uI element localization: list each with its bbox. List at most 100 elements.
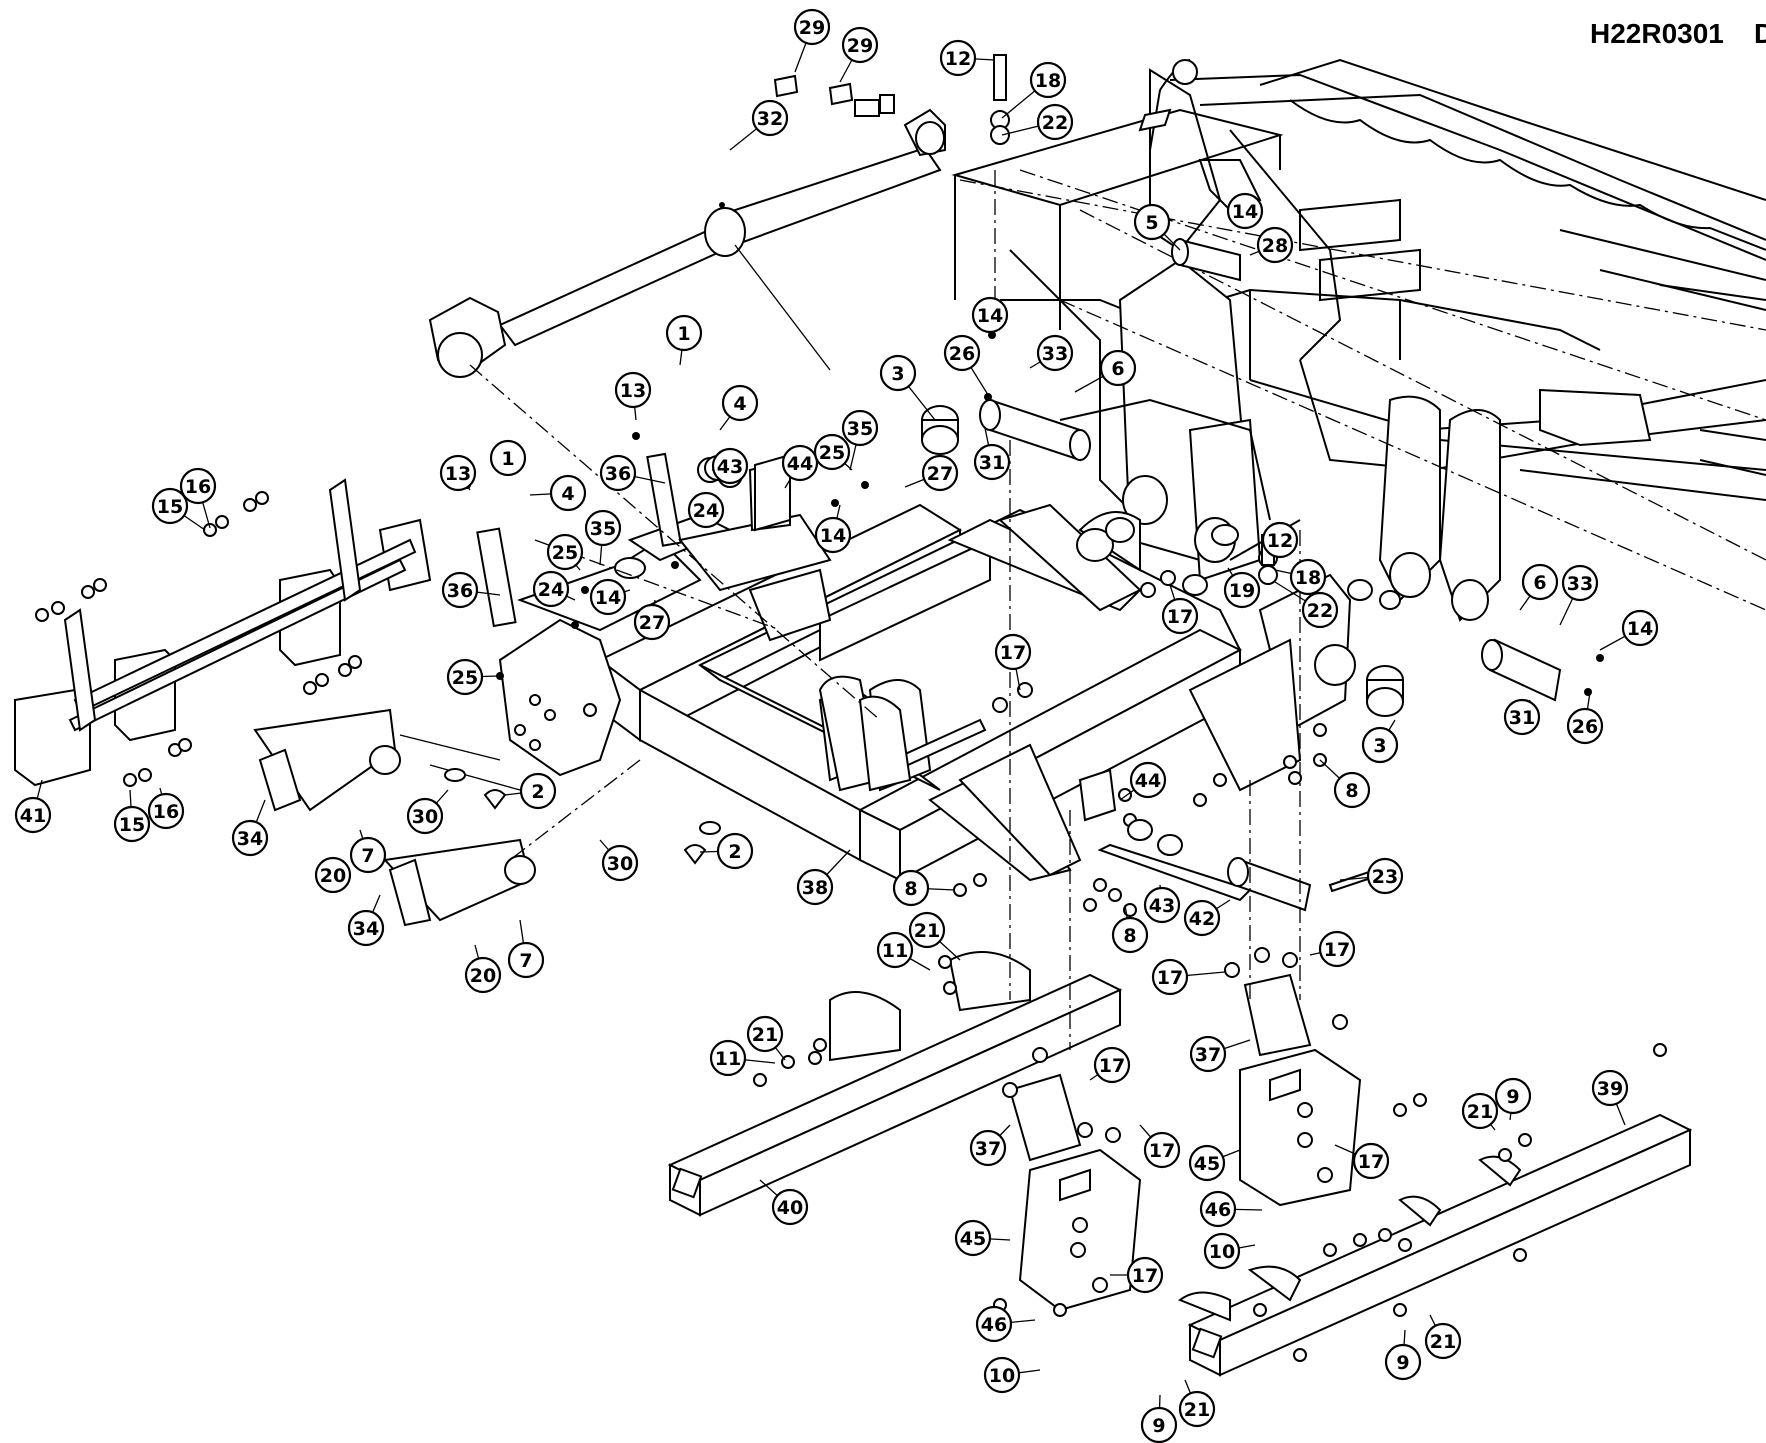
callout-circle — [464, 956, 502, 994]
callout-circle — [1424, 1322, 1462, 1360]
callout-circle — [983, 1356, 1021, 1394]
callout-circle — [746, 1015, 784, 1053]
callout-label: 17 — [1000, 642, 1026, 664]
callout-label: 25 — [452, 667, 478, 689]
callout-label: 8 — [904, 878, 917, 900]
callout-label: 10 — [1209, 1241, 1235, 1263]
callout-circle — [665, 314, 703, 352]
callout-circle — [507, 941, 545, 979]
callout-circle — [879, 354, 917, 392]
callout-label: 21 — [1467, 1101, 1493, 1123]
callout-circle — [1621, 609, 1659, 647]
callout-circle — [1561, 564, 1599, 602]
callout-label: 17 — [1358, 1151, 1384, 1173]
callout-label: 16 — [153, 801, 179, 823]
callout-label: 17 — [1149, 1140, 1175, 1162]
callout-label: 43 — [717, 456, 743, 478]
callout-circle — [601, 844, 639, 882]
callout-label: 18 — [1295, 567, 1321, 589]
callout-circle — [1036, 334, 1074, 372]
callout-circle — [994, 633, 1032, 671]
callout-circle — [1140, 1406, 1178, 1443]
callout-circle — [1188, 1144, 1226, 1182]
callout-label: 23 — [1372, 866, 1398, 888]
callout-circle — [954, 1219, 992, 1257]
callout-label: 33 — [1567, 573, 1593, 595]
callout-label: 19 — [1229, 580, 1255, 602]
callout-label: 27 — [639, 612, 665, 634]
callout-circle — [1256, 226, 1294, 264]
callout-label: 2 — [728, 841, 741, 863]
callout-label: 14 — [820, 525, 846, 547]
callout-circle — [441, 571, 479, 609]
callout-circle — [1093, 1046, 1131, 1084]
callout-label: 9 — [1506, 1086, 1519, 1108]
callout-label: 20 — [470, 965, 496, 987]
callout-label: 44 — [1135, 770, 1161, 792]
callout-circle — [1289, 558, 1327, 596]
callout-label: 30 — [607, 853, 633, 875]
callout-label: 21 — [1184, 1399, 1210, 1421]
callout-label: 32 — [757, 108, 783, 130]
callout-circle — [1129, 761, 1167, 799]
callout-circle — [1133, 203, 1171, 241]
callout-label: 18 — [1035, 70, 1061, 92]
callout-circle — [709, 1039, 747, 1077]
callout-circle — [908, 911, 946, 949]
callout-label: 25 — [552, 542, 578, 564]
callout-label: 34 — [237, 828, 263, 850]
callout-circle — [1352, 1142, 1390, 1180]
callout-circle — [519, 772, 557, 810]
callout-circle — [921, 454, 959, 492]
callout-circle — [711, 447, 749, 485]
callout-label: 2 — [531, 781, 544, 803]
callout-label: 31 — [1509, 707, 1535, 729]
mount-brackets — [1008, 973, 1362, 1312]
callout-circle — [1199, 1190, 1237, 1228]
callout-label: 6 — [1111, 358, 1124, 380]
callout-circle — [1126, 1256, 1164, 1294]
callout-circle — [781, 444, 819, 482]
callout-circle — [633, 603, 671, 641]
callout-circle — [841, 409, 879, 447]
callout-label: 46 — [981, 1314, 1007, 1336]
callout-label: 17 — [1157, 967, 1183, 989]
callout-circle — [841, 26, 879, 64]
callout-circle — [771, 1188, 809, 1226]
callout-label: 7 — [519, 950, 532, 972]
callout-label: 17 — [1099, 1055, 1125, 1077]
callout-label: 17 — [1132, 1265, 1158, 1287]
callout-circle — [446, 658, 484, 696]
callout-label: 31 — [979, 452, 1005, 474]
callout-circle — [1333, 771, 1371, 809]
callout-circle — [1029, 61, 1067, 99]
callout-circle — [179, 467, 217, 505]
callout-label: 37 — [1195, 1044, 1221, 1066]
callout-circle — [1223, 571, 1261, 609]
callout-label: 4 — [561, 483, 574, 505]
callout-label: 22 — [1307, 600, 1333, 622]
callout-circle — [1143, 886, 1181, 924]
callout-label: 17 — [1324, 939, 1350, 961]
callout-label: 26 — [1572, 716, 1598, 738]
callout-label: 28 — [1262, 235, 1288, 257]
callout-circle — [349, 836, 387, 874]
callout-circle — [1591, 1069, 1629, 1107]
callout-circle — [751, 99, 789, 137]
callout-label: 8 — [1345, 780, 1358, 802]
callout-circle — [813, 433, 851, 471]
callout-circle — [721, 384, 759, 422]
callout-label: 34 — [353, 918, 379, 940]
callout-label: 21 — [1430, 1331, 1456, 1353]
callout-label: 1 — [677, 323, 690, 345]
callout-label: 25 — [819, 442, 845, 464]
callout-label: 35 — [847, 418, 873, 440]
callout-label: 29 — [799, 17, 825, 39]
callout-circle — [1521, 563, 1559, 601]
callout-circle — [1226, 192, 1264, 230]
callout-label: 29 — [847, 35, 873, 57]
callout-circle — [489, 439, 527, 477]
callout-label: 1 — [501, 448, 514, 470]
callout-circle — [1566, 707, 1604, 745]
